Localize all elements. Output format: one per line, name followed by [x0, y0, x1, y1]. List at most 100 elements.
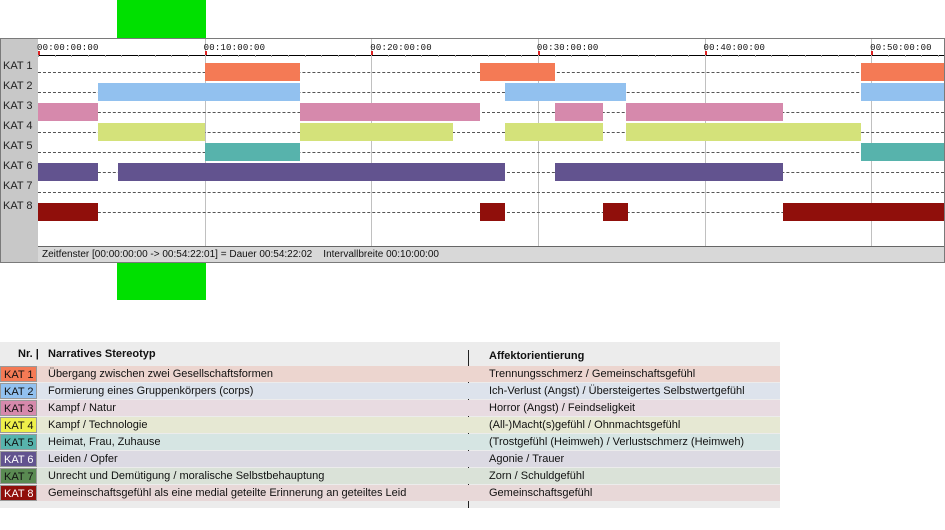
minor-tick — [804, 55, 806, 57]
timeline-bar[interactable] — [626, 103, 783, 121]
timeline-bar[interactable] — [38, 203, 98, 221]
timeline-bar[interactable] — [626, 123, 862, 141]
minor-tick — [604, 55, 606, 57]
minor-tick — [921, 55, 923, 57]
legend-stereotyp: Kampf / Technologie — [48, 419, 148, 431]
minor-tick — [671, 55, 673, 57]
timeline-bar[interactable] — [479, 203, 505, 221]
category-label: KAT 1 — [3, 60, 33, 72]
minor-tick — [121, 55, 123, 57]
timeline-bar[interactable] — [299, 103, 480, 121]
minor-tick — [254, 55, 256, 57]
minor-tick — [271, 55, 273, 57]
timeline-bar[interactable] — [554, 163, 783, 181]
minor-tick — [354, 55, 356, 57]
minor-tick — [237, 55, 239, 57]
minor-tick — [837, 55, 839, 57]
minor-tick — [104, 55, 106, 57]
minor-tick — [154, 55, 156, 57]
legend-header-nr: Nr. | — [18, 348, 39, 360]
minor-tick — [654, 55, 656, 57]
tick-label: 00:10:00:00 — [203, 43, 266, 53]
minor-tick — [854, 55, 856, 57]
timeline-bar[interactable] — [299, 123, 453, 141]
legend-table: Nr. | Narratives Stereotyp Affektorienti… — [0, 342, 780, 508]
minor-tick — [637, 55, 639, 57]
legend-affekt: Agonie / Trauer — [489, 453, 565, 465]
tick-mark — [537, 51, 540, 55]
tick-mark — [204, 51, 207, 55]
legend-affekt: (All-)Macht(s)gefühl / Ohnmachtsgefühl — [489, 419, 681, 431]
timeline-bar[interactable] — [554, 103, 603, 121]
category-label: KAT 5 — [3, 140, 33, 152]
legend-stereotyp: Formierung eines Gruppenkörpers (corps) — [48, 385, 254, 397]
legend-stereotyp: Leiden / Opfer — [48, 453, 118, 465]
category-label: KAT 3 — [3, 100, 33, 112]
timeline-bar[interactable] — [504, 123, 603, 141]
row-guide — [38, 152, 944, 153]
minor-tick — [221, 55, 223, 57]
grid-line — [537, 39, 539, 246]
timeline-bar[interactable] — [38, 103, 98, 121]
row-guide — [38, 192, 944, 193]
row-guide — [38, 132, 944, 133]
minor-tick — [137, 55, 139, 57]
tick-mark — [871, 51, 874, 55]
legend-key: KAT 2 — [0, 383, 37, 399]
time-axis — [38, 55, 944, 56]
timeline-bar[interactable] — [861, 63, 944, 81]
timeline-bar[interactable] — [38, 163, 98, 181]
category-label: KAT 7 — [3, 180, 33, 192]
minor-tick — [521, 55, 523, 57]
legend-row: KAT 3 Kampf / Natur Horror (Angst) / Feind… — [0, 400, 780, 416]
timeline-bar[interactable] — [97, 123, 205, 141]
timeline-bar[interactable] — [861, 143, 944, 161]
legend-affekt: Horror (Angst) / Feindseligkeit — [489, 402, 636, 414]
minor-tick — [304, 55, 306, 57]
minor-tick — [904, 55, 906, 57]
timeline-bar[interactable] — [504, 83, 627, 101]
minor-tick — [887, 55, 889, 57]
timeline-bar[interactable] — [97, 83, 300, 101]
grid-line — [371, 39, 373, 246]
timeline-bar[interactable] — [204, 63, 300, 81]
minor-tick — [787, 55, 789, 57]
timeline-bar[interactable] — [861, 83, 944, 101]
minor-tick — [471, 55, 473, 57]
timeline-bar[interactable] — [782, 203, 944, 221]
status-bar: Zeitfenster [00:00:00:00 -> 00:54:22:01]… — [38, 246, 944, 262]
minor-tick — [587, 55, 589, 57]
legend-stereotyp: Kampf / Natur — [48, 402, 116, 414]
minor-tick — [337, 55, 339, 57]
minor-tick — [687, 55, 689, 57]
legend-row: KAT 2 Formierung eines Gruppenkörpers (co… — [0, 383, 780, 399]
green-marker-bottom — [117, 263, 206, 300]
legend-stereotyp: Gemeinschaftsgefühl als eine medial gete… — [48, 487, 407, 499]
legend-header-affekt: Affektorientierung — [489, 350, 585, 362]
category-label: KAT 2 — [3, 80, 33, 92]
tick-label: 00:20:00:00 — [370, 43, 432, 53]
minor-tick — [87, 55, 89, 57]
legend-key: KAT 3 — [0, 400, 37, 416]
legend-key: KAT 6 — [0, 451, 37, 467]
legend-affekt: Zorn / Schuldgefühl — [489, 470, 585, 482]
category-label: KAT 8 — [3, 200, 33, 212]
minor-tick — [321, 55, 323, 57]
timeline-bar[interactable] — [204, 143, 300, 161]
minor-tick — [721, 55, 723, 57]
minor-tick — [454, 55, 456, 57]
legend-row: KAT 6 Leiden / Opfer Agonie / Trauer — [0, 451, 780, 467]
legend-affekt: Trennungsschmerz / Gemeinschaftsgefühl — [489, 368, 696, 380]
timeline-bar[interactable] — [117, 163, 505, 181]
legend-key: KAT 1 — [0, 366, 37, 382]
tick-label: 00:40:00:00 — [703, 43, 766, 53]
green-marker-top — [117, 0, 206, 38]
minor-tick — [571, 55, 573, 57]
timeline-bar[interactable] — [479, 63, 555, 81]
timeline-bar[interactable] — [602, 203, 628, 221]
